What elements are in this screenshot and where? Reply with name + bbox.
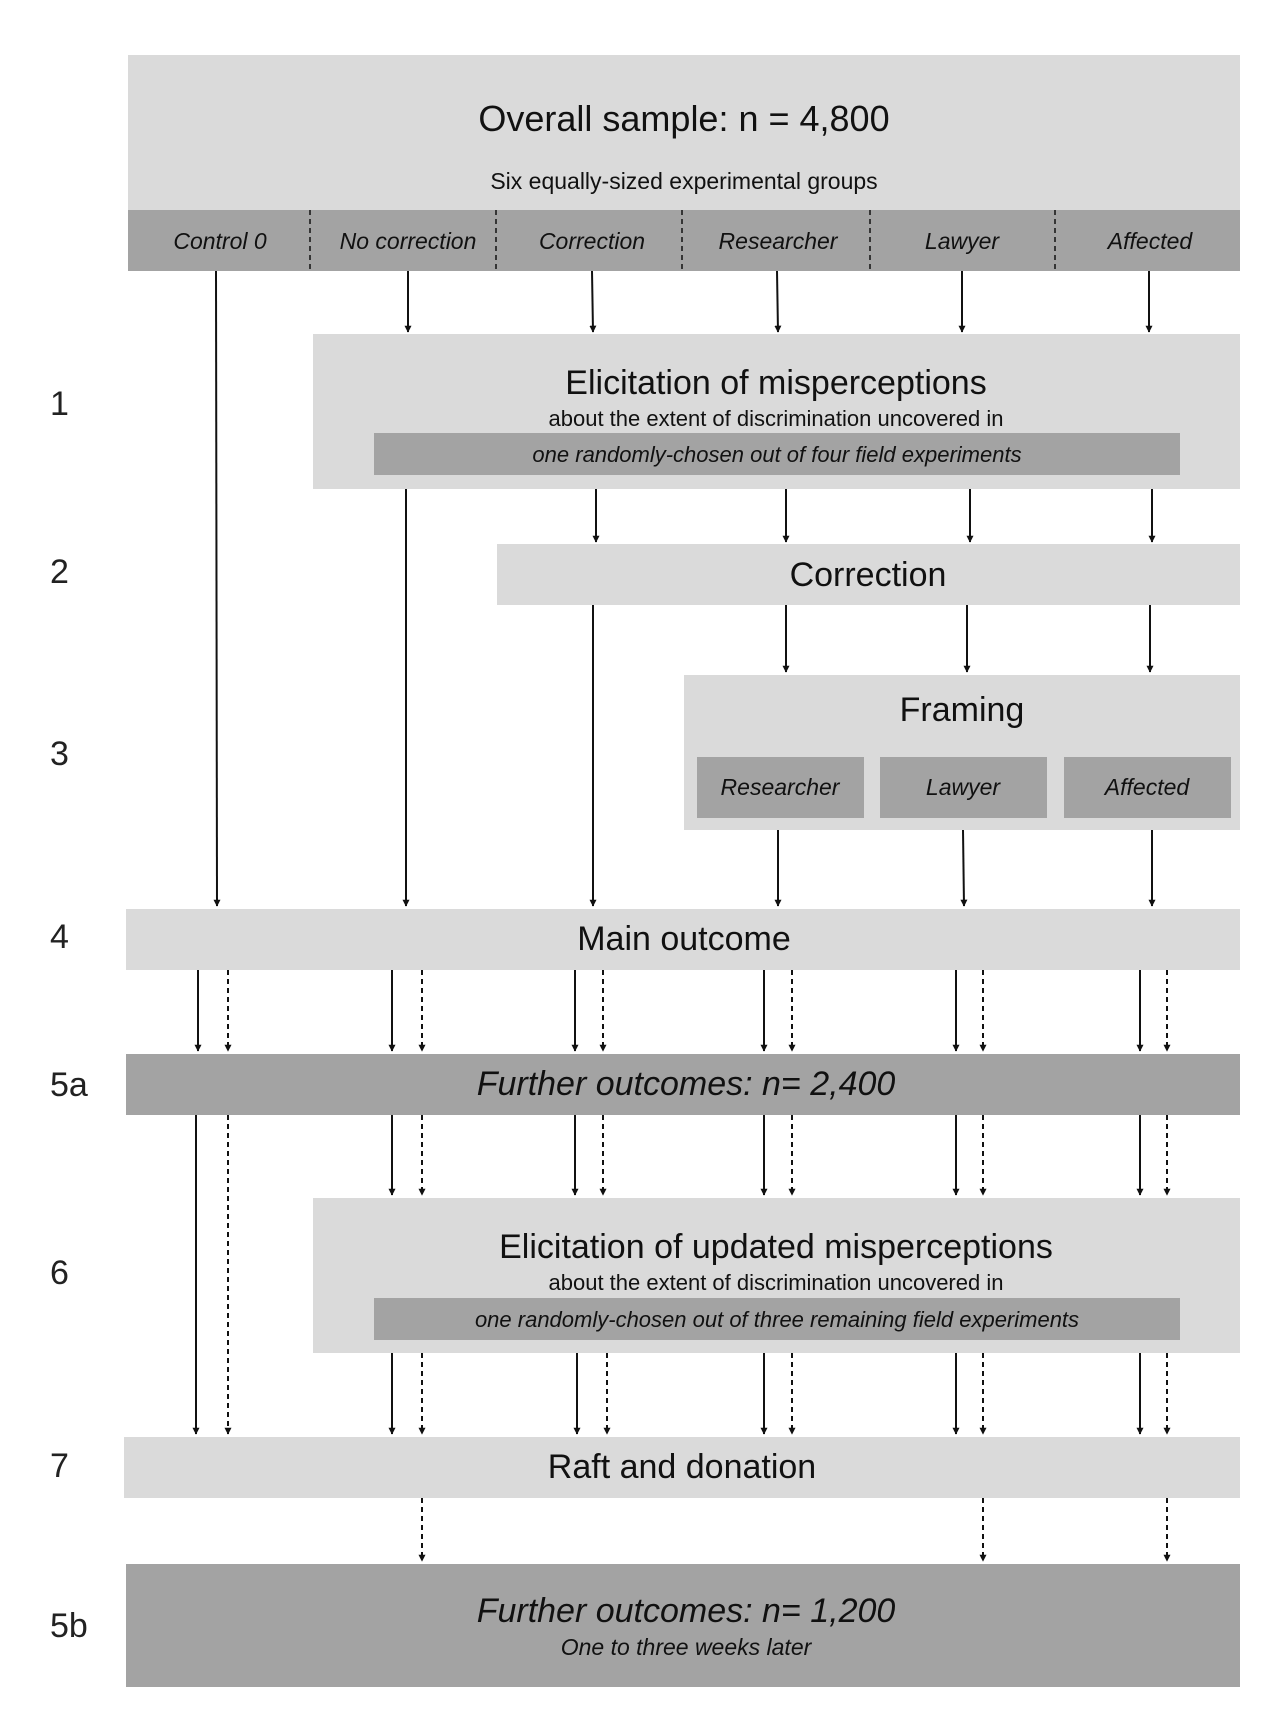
elicitation-title: Elicitation of misperceptions (565, 364, 986, 402)
updated-elicitation-band (374, 1298, 1180, 1340)
further-outcomes-5b-title: Further outcomes: n= 1,200 (477, 1592, 896, 1630)
step-label-2: 2 (50, 553, 69, 591)
arrows (194, 270, 1156, 1052)
main-outcome-box: Main outcome (126, 909, 1240, 970)
overall-sample-title: Overall sample: n = 4,800 (478, 98, 889, 139)
arrow-control-to-main (213, 270, 221, 907)
elicitation-band-text: one randomly-chosen out of four field ex… (532, 442, 1021, 467)
framing-option-lawyer-label: Lawyer (926, 774, 1001, 800)
elicitation-band (374, 433, 1180, 475)
correction-box: Correction (497, 544, 1240, 605)
group-label-no-correction: No correction (340, 228, 477, 254)
framing-box: Framing Researcher Lawyer Affected (684, 675, 1240, 830)
updated-elicitation-band-text: one randomly-chosen out of three remaini… (475, 1307, 1079, 1332)
step-label-5b: 5b (50, 1607, 88, 1645)
main-outcome-title: Main outcome (577, 920, 791, 958)
group-label-correction: Correction (539, 228, 645, 254)
arrow-researcher-to-elicitation (774, 270, 782, 333)
overall-sample-subtitle: Six equally-sized experimental groups (490, 168, 877, 194)
step-label-1: 1 (50, 385, 69, 423)
framing-option-lawyer (880, 757, 1047, 818)
further-outcomes-5a-box: Further outcomes: n= 2,400 (126, 1054, 1240, 1115)
framing-option-affected (1064, 757, 1231, 818)
updated-elicitation-subtitle: about the extent of discrimination uncov… (549, 1270, 1004, 1295)
step-label-5a: 5a (50, 1066, 88, 1104)
step-label-6: 6 (50, 1254, 69, 1292)
overall-sample-box: Overall sample: n = 4,800 Six equally-si… (128, 55, 1240, 210)
updated-elicitation-box: Elicitation of updated misperceptions ab… (313, 1198, 1240, 1353)
further-outcomes-5a-title: Further outcomes: n= 2,400 (477, 1065, 896, 1103)
framing-option-researcher (697, 757, 864, 818)
group-label-lawyer: Lawyer (925, 228, 1000, 254)
arrow-framing-lawyer-to-main (960, 829, 968, 907)
step-label-7: 7 (50, 1447, 69, 1485)
group-label-affected: Affected (1106, 228, 1194, 254)
framing-option-affected-label: Affected (1103, 774, 1191, 800)
elicitation-box: Elicitation of misperceptions about the … (313, 334, 1240, 489)
raft-donation-box: Raft and donation (124, 1437, 1240, 1498)
dashed-arrows (224, 970, 1171, 1562)
lower-solid-arrows (192, 1115, 1144, 1435)
group-label-control-0: Control 0 (173, 228, 267, 254)
framing-option-researcher-label: Researcher (721, 774, 841, 800)
correction-title: Correction (790, 556, 947, 594)
arrow-correction-to-elicitation (589, 270, 597, 333)
step-label-3: 3 (50, 735, 69, 773)
group-label-researcher: Researcher (719, 228, 839, 254)
elicitation-subtitle: about the extent of discrimination uncov… (549, 406, 1004, 431)
step-label-4: 4 (50, 918, 69, 956)
group-bar: Control 0 No correction Correction Resea… (128, 210, 1240, 271)
raft-donation-title: Raft and donation (548, 1448, 816, 1486)
further-outcomes-5b-box: Further outcomes: n= 1,200 One to three … (126, 1564, 1240, 1687)
updated-elicitation-title: Elicitation of updated misperceptions (499, 1228, 1053, 1266)
further-outcomes-5b-subtitle: One to three weeks later (561, 1634, 813, 1660)
framing-title: Framing (900, 691, 1025, 729)
